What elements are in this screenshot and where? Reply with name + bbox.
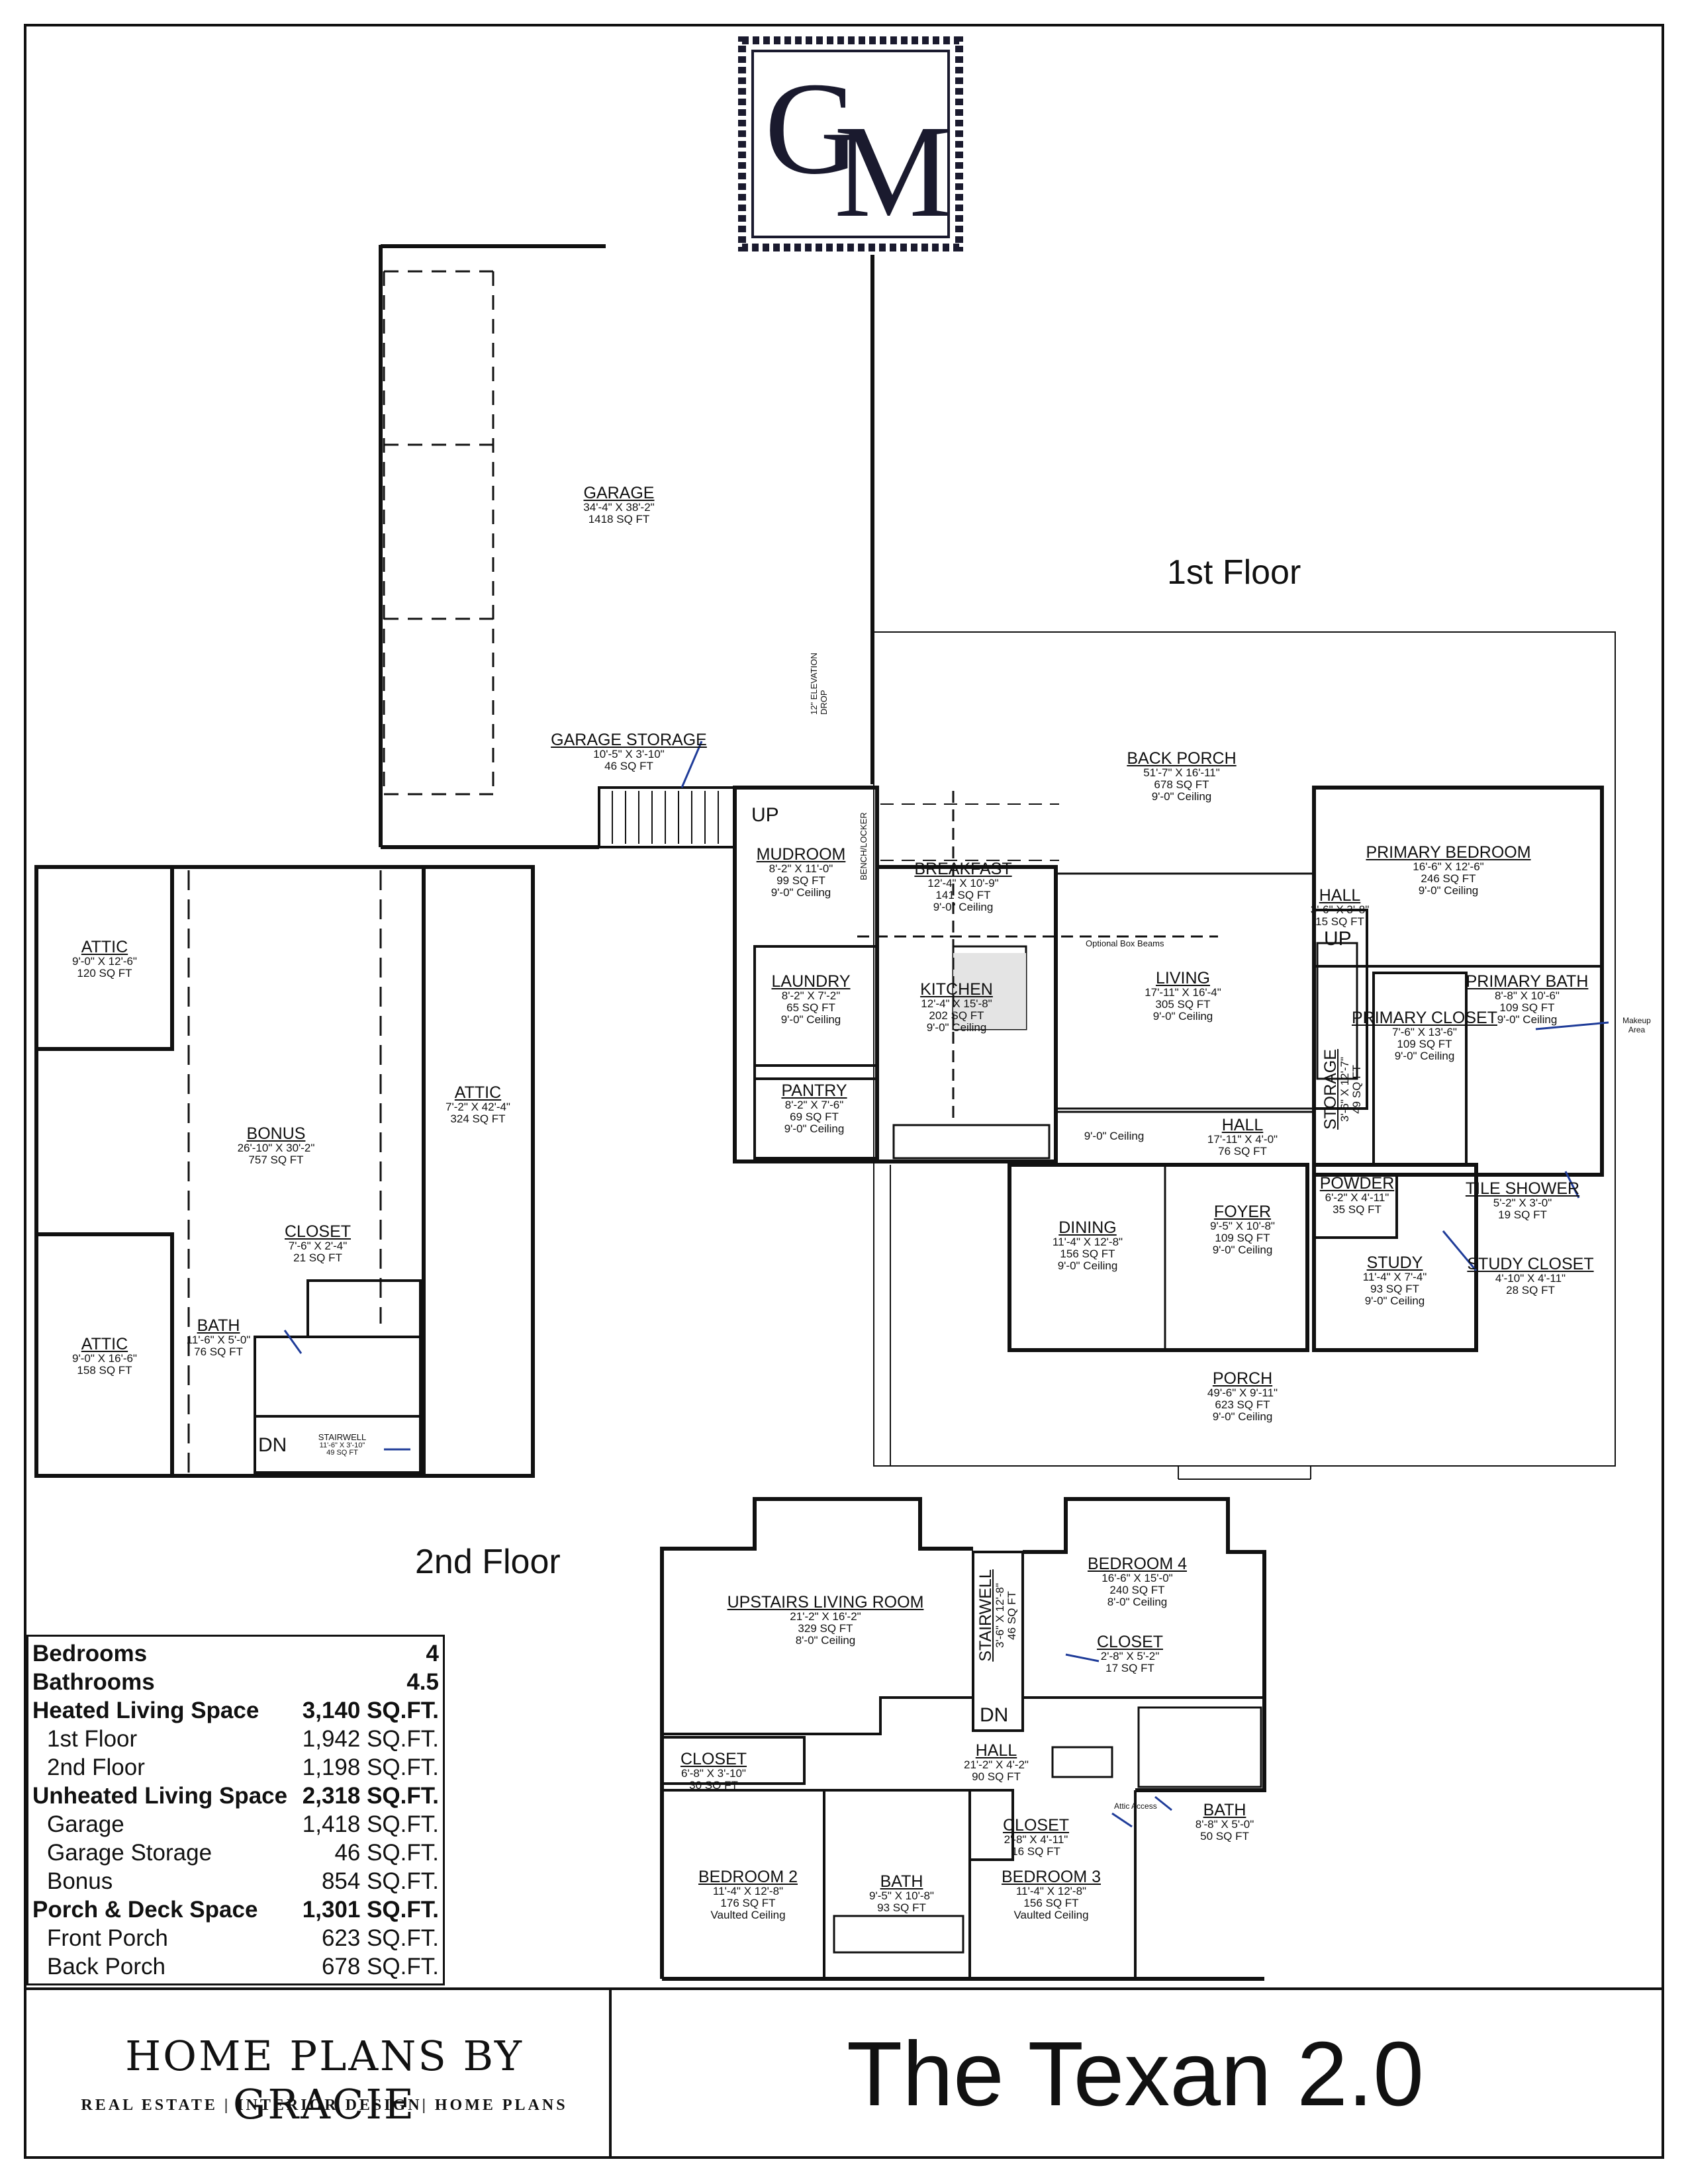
note-optional-beams: Optional Box Beams	[1086, 938, 1164, 948]
note-elevation-drop: 12" ELEVATION DROP	[809, 653, 829, 715]
hall-ceiling-note: 9'-0" Ceiling	[1084, 1130, 1145, 1142]
brand-tagline: REAL ESTATE | INTERIOR DESIGN| HOME PLAN…	[81, 2097, 568, 2114]
gm-logo: G M	[738, 36, 963, 251]
stair-down-bonus: DN	[258, 1434, 287, 1456]
plan-title: The Texan 2.0	[846, 2023, 1425, 2125]
logo-letter-g: G	[765, 56, 861, 202]
note-attic-access: Attic Access	[1114, 1801, 1157, 1811]
stair-up-hall: UP	[1324, 928, 1352, 950]
stair-down-upper: DN	[980, 1704, 1009, 1726]
logo-letter-m: M	[834, 99, 952, 245]
second-floor-title: 2nd Floor	[415, 1543, 561, 1581]
brand-name: HOME PLANS BY GRACIE	[125, 2032, 524, 2128]
note-bench-locker: BENCH/LOCKER	[859, 812, 868, 880]
stair-up-garage: UP	[751, 804, 779, 826]
first-floor-title: 1st Floor	[1167, 553, 1301, 592]
brand-block: HOME PLANS BY GRACIE REAL ESTATE | INTER…	[26, 1991, 609, 2158]
note-makeup-area: Makeup Area	[1622, 1016, 1651, 1034]
